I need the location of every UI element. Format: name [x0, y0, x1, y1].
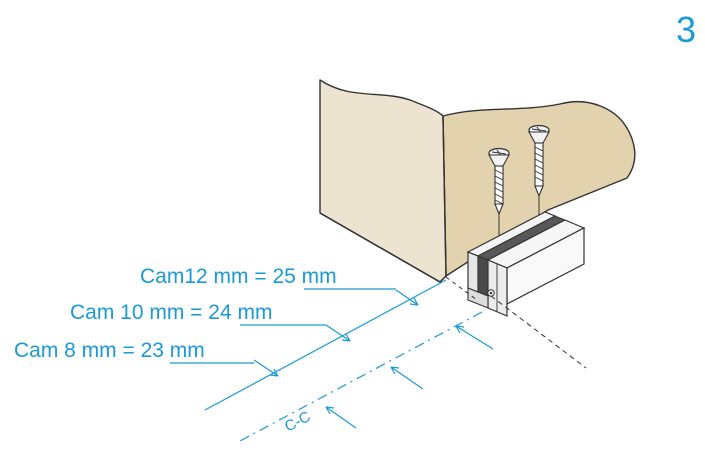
step-number: 3 — [676, 9, 696, 50]
wall-front-surface — [319, 79, 447, 283]
centerline-label: C-C — [282, 408, 314, 436]
arrow-icon — [325, 406, 357, 429]
glass-bracket — [466, 211, 586, 317]
arrow-icon — [390, 366, 424, 390]
arrow-icon — [253, 359, 279, 377]
dimension-label: Cam 8 mm = 23 mm — [14, 339, 205, 362]
wall-reference-line — [204, 279, 447, 411]
screws — [488, 124, 550, 254]
reference-lines — [445, 276, 587, 369]
wall-bottom-edge — [319, 212, 447, 283]
wall-corner-edge — [442, 115, 447, 277]
arrow-icon — [325, 324, 351, 342]
screw-icon — [488, 147, 510, 254]
dimension-label: Cam 10 mm = 24 mm — [70, 301, 272, 324]
centerline — [239, 311, 483, 442]
dimension-labels: Cam12 mm = 25 mm Cam 10 mm = 24 mm Cam 8… — [14, 265, 396, 364]
dimension-lines — [204, 279, 494, 442]
arrow-icon — [395, 289, 419, 306]
dimension-label: Cam12 mm = 25 mm — [140, 265, 337, 288]
arrow-icon — [455, 325, 494, 350]
